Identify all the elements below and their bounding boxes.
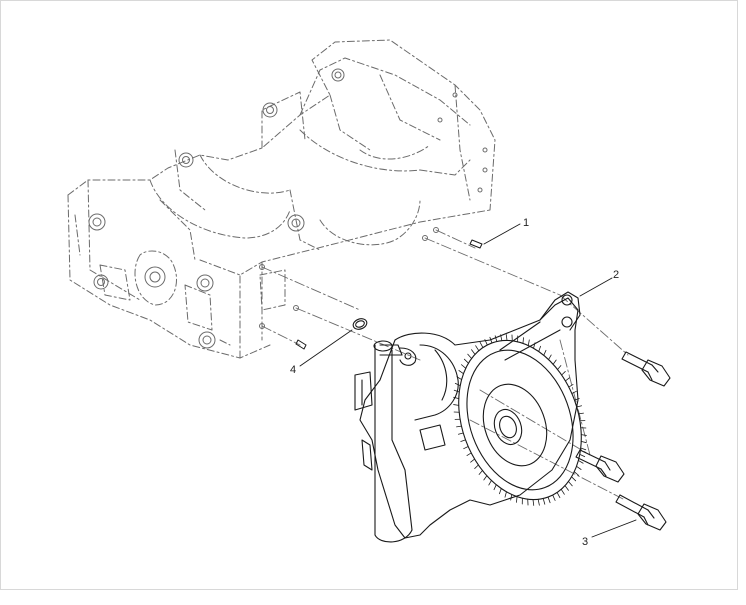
diagram-frame (0, 0, 738, 590)
